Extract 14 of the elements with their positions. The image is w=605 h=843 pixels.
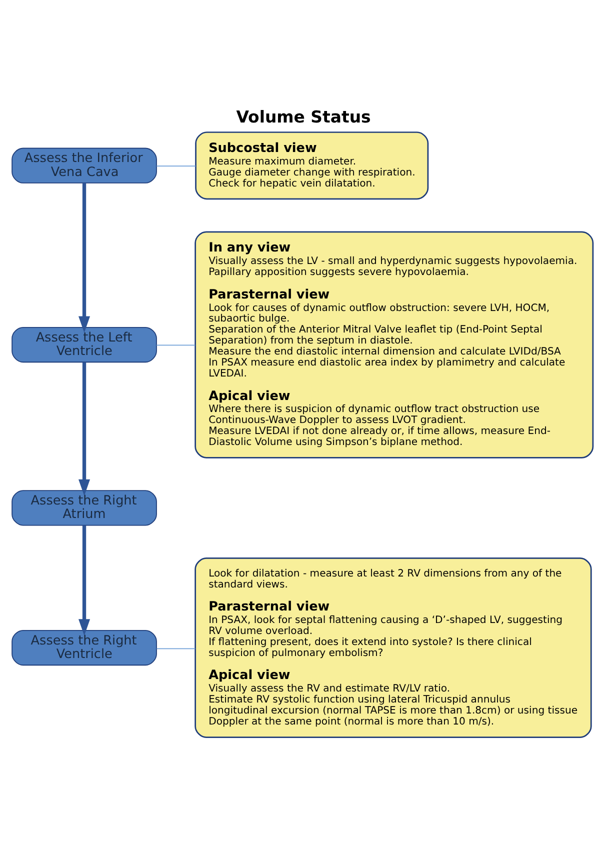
arrow: [78, 524, 90, 636]
connector: [156, 344, 196, 346]
node-box: Assess the Right Ventricle: [12, 629, 157, 666]
arrow: [78, 182, 90, 332]
arrow: [78, 362, 90, 496]
diagram-title: Volume Status: [236, 107, 371, 126]
node-box: In any view Visually assess the LV - small and hyperdynamic suggests hypovolaemia. Papillary apposition suggests severe hypovolaemia. Parasternal view Look for causes of dynamic outflow obstruction: severe LVH, HOCM, subaortic bulge. Separation of the Anterior Mitral Valve leaflet tip (End-Point Septal Separation) from the septum in diastole. Measure the end diastolic internal dimension and calculate LVIDd/BSA In PSAX measure end diastolic area index by plamimetry and calculate LVEDAI. Apical view Where there is suspicion of dynamic outflow tract obstruction use Continuous-Wave Doppler to assess LVOT gradient. Measure LVEDAI if not done already or, if time allows, measure End-Diastolic Volume using Simpson’s biplane method.: [194, 230, 594, 458]
node-box: Assess the Inferior Vena Cava: [12, 147, 157, 183]
connector: [156, 165, 196, 166]
node-box: Subcostal view Measure maximum diameter. Gauge diameter change with respiration. Check for hepatic vein dilatation.: [195, 131, 429, 200]
node-box: Assess the Right Atrium: [12, 490, 157, 526]
node-box: Look for dilatation - measure at least 2 RV dimensions from any of the standard views. Parasternal view In PSAX, look for septal flattening causing a ‘D’-shaped LV, suggesting RV volume overload. If flattening present, does it extend into systole? Is there clinical suspicion of pulmonary embolism? Apical view Visually assess the RV and estimate RV/LV ratio. Estimate RV systolic function using lateral Tricuspid annulus longitudinal excursion (normal TAPSE is more than 1.8cm) or using tissue Doppler at the same point (normal is more than 10 m/s).: [194, 557, 592, 738]
node-box: Assess the Left Ventricle: [12, 326, 157, 362]
connector: [156, 648, 196, 649]
